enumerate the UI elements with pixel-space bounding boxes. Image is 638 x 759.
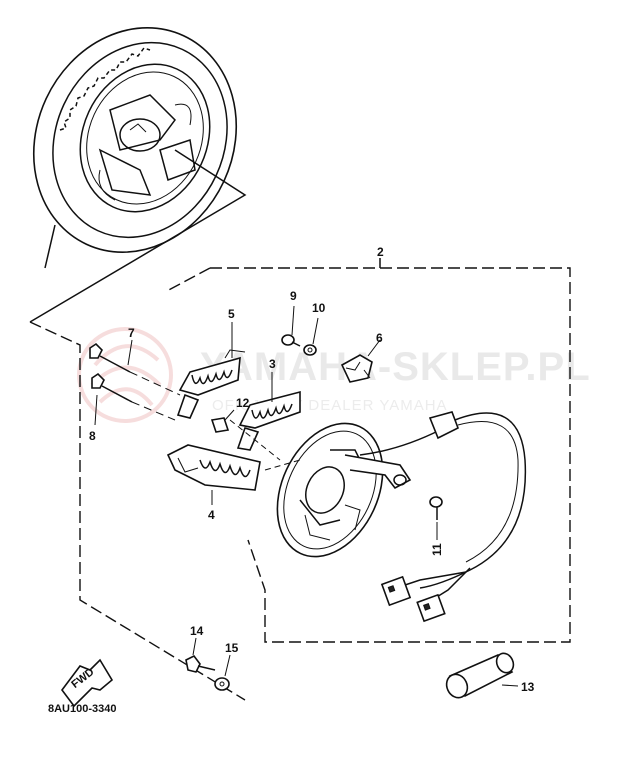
coil-middle [236, 372, 301, 451]
spacer-12 [210, 409, 235, 433]
sleeve-13 [445, 652, 519, 699]
washer-15 [214, 654, 231, 691]
wire-harness [359, 411, 527, 623]
bolt-8 [91, 372, 176, 426]
callout-15: 15 [225, 641, 239, 655]
callout-10: 10 [312, 301, 326, 315]
watermark-text: YAMAHA-SKLEP.PL [200, 345, 591, 389]
callout-6: 6 [376, 331, 383, 345]
watermark: YAMAHA-SKLEP.PL OFICJALNY DEALER YAMAHA [77, 327, 591, 423]
callout-7: 7 [128, 326, 135, 340]
callout-9: 9 [290, 289, 297, 303]
bolt-9 [281, 305, 301, 347]
watermark-logo [77, 327, 173, 423]
washer-10 [303, 317, 319, 356]
assembly-boundary [210, 267, 571, 643]
screw-11 [429, 496, 443, 540]
callout-11: 11 [430, 543, 444, 556]
flywheel-leader-tail [44, 224, 56, 269]
callout-3: 3 [269, 357, 276, 371]
bolt-14 [185, 637, 216, 673]
flywheel-rotor [32, 27, 238, 253]
callout-4: 4 [208, 508, 215, 522]
stator-coil [166, 444, 261, 505]
bolt-7 [89, 339, 181, 396]
diagram-code: 8AU100-3340 [48, 703, 117, 715]
callout-13: 13 [521, 680, 535, 694]
wire-holder [340, 339, 381, 383]
flywheel-leader [29, 149, 247, 323]
callout-12: 12 [236, 396, 250, 410]
callout-2: 2 [377, 245, 384, 259]
base-plate [276, 422, 412, 558]
coil-upper [176, 322, 246, 419]
callout-8: 8 [89, 429, 96, 443]
fwd-arrow-icon: FWD [61, 658, 114, 708]
callout-5: 5 [228, 307, 235, 321]
callout-14: 14 [190, 624, 204, 638]
